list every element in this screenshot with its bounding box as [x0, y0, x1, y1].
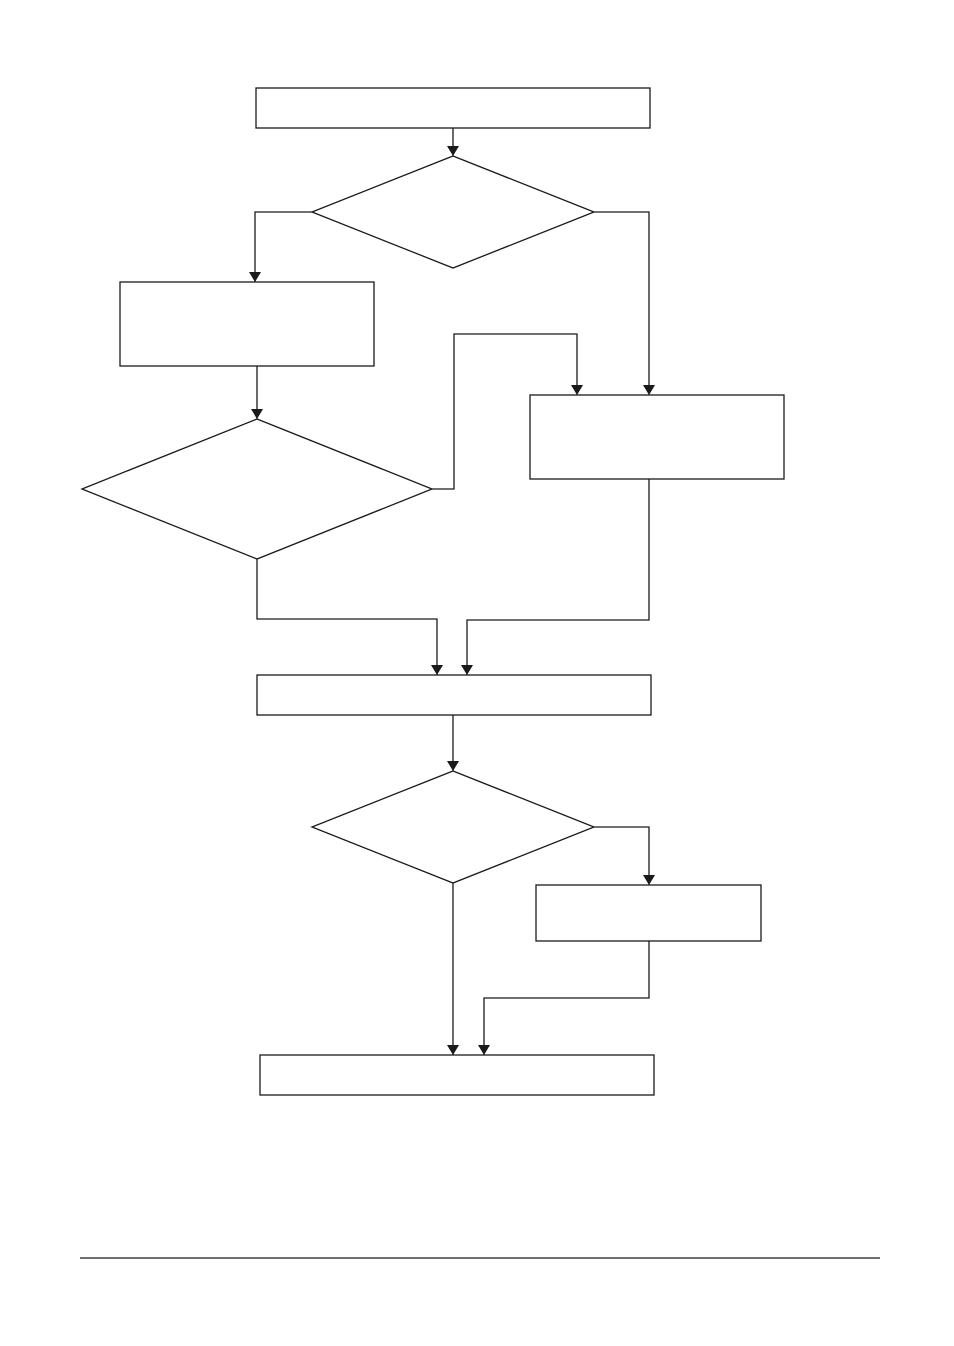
process-small-shape [535, 884, 762, 942]
edges-layer [249, 128, 655, 1055]
node-decision-1 [310, 155, 596, 269]
node-process-right [529, 394, 785, 480]
end-box-shape [259, 1054, 655, 1096]
merge-box-shape [256, 674, 652, 716]
edge-process-small-to-end-box [478, 941, 650, 1055]
decision-3-shape [310, 770, 596, 884]
edge-decision-1-to-process-left [249, 211, 312, 282]
edge-decision-3-to-process-small [594, 826, 655, 885]
node-process-left [119, 281, 375, 367]
decision-1-shape [310, 155, 596, 269]
edge-decision-1-to-process-right [594, 211, 655, 395]
edge-process-right-to-merge-box [461, 479, 650, 675]
node-merge-box [256, 674, 652, 716]
node-end-box [259, 1054, 655, 1096]
node-decision-2 [80, 418, 434, 560]
process-left-shape [119, 281, 375, 367]
node-start-box [255, 87, 651, 129]
start-box-shape [255, 87, 651, 129]
edge-decision-2-to-merge-box [256, 559, 443, 675]
node-process-small [535, 884, 762, 942]
decision-2-shape [80, 418, 434, 560]
node-decision-3 [310, 770, 596, 884]
process-right-shape [529, 394, 785, 480]
edge-decision-2-to-process-right [432, 333, 583, 490]
nodes-layer [80, 87, 785, 1096]
